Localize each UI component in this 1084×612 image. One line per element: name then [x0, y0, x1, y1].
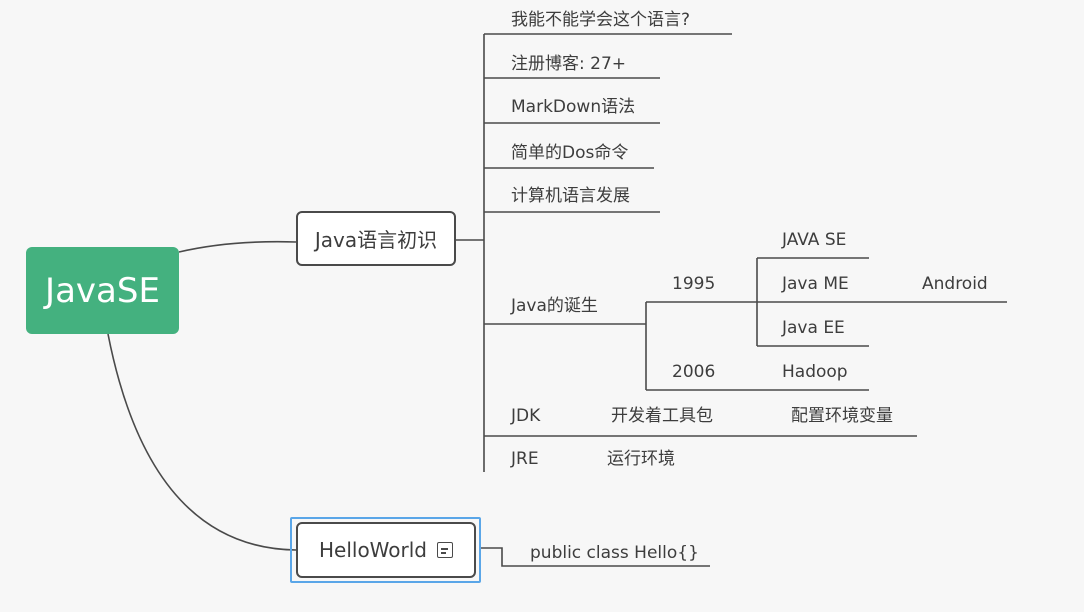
- subtopic-java-se[interactable]: JAVA SE: [782, 230, 847, 250]
- subtopic-2006[interactable]: 2006: [672, 362, 716, 382]
- subtopic-markdown[interactable]: MarkDown语法: [511, 97, 636, 117]
- root-to-helloworld-connector: [107, 333, 297, 551]
- topic-helloworld-label: HelloWorld: [318, 538, 427, 562]
- subtopic-jdk[interactable]: JDK: [511, 406, 541, 426]
- helloworld-to-code-connector: [481, 547, 710, 567]
- subtopic-env-vars[interactable]: 配置环境变量: [791, 406, 893, 426]
- subtopic-language-history[interactable]: 计算机语言发展: [511, 186, 630, 206]
- subtopic-hadoop[interactable]: Hadoop: [782, 362, 848, 382]
- subtopic-1995[interactable]: 1995: [672, 274, 716, 294]
- subtopic-register-blog[interactable]: 注册博客: 27+: [511, 54, 627, 74]
- selection-frame: [290, 517, 481, 583]
- subtopic-android[interactable]: Android: [922, 274, 988, 294]
- topic-java-intro[interactable]: Java语言初识: [296, 211, 456, 266]
- subtopic-java-me[interactable]: Java ME: [782, 274, 849, 294]
- subtopic-java-ee[interactable]: Java EE: [782, 318, 845, 338]
- root-topic[interactable]: JavaSE: [26, 247, 179, 334]
- root-to-java-intro-connector: [178, 240, 297, 253]
- subtopic-public-class-hello[interactable]: public class Hello{}: [530, 543, 699, 563]
- topic-java-intro-label: Java语言初识: [314, 228, 438, 252]
- topic-helloworld[interactable]: HelloWorld: [296, 522, 476, 578]
- subtopic-runtime-env[interactable]: 运行环境: [607, 449, 675, 469]
- subtopic-dos-commands[interactable]: 简单的Dos命令: [511, 143, 629, 163]
- subtopic-dev-toolkit[interactable]: 开发着工具包: [611, 406, 713, 426]
- subtopic-can-i-learn[interactable]: 我能不能学会这个语言?: [511, 10, 691, 30]
- note-icon[interactable]: [437, 542, 453, 558]
- subtopic-java-birth[interactable]: Java的诞生: [511, 296, 598, 316]
- subtopic-jre[interactable]: JRE: [511, 449, 539, 469]
